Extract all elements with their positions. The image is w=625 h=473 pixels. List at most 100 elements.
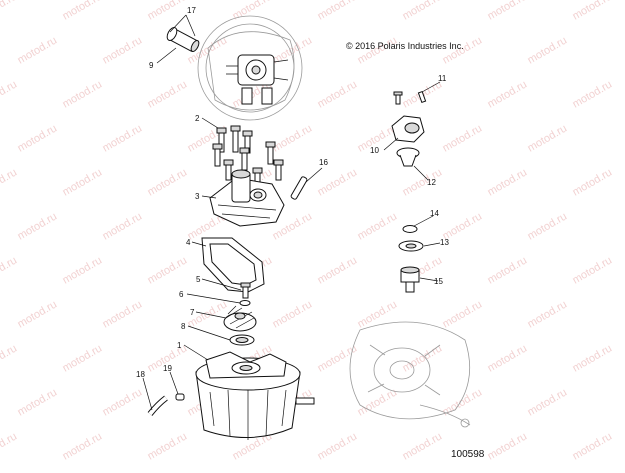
callout-5: 5 <box>196 275 201 284</box>
part-housing-cover <box>209 169 285 227</box>
callout-17: 17 <box>187 6 196 15</box>
part-pin <box>290 176 308 200</box>
diagram-id-label: 100598 <box>451 449 485 460</box>
callout-16: 16 <box>319 158 328 167</box>
leader-lines <box>142 14 441 411</box>
watermark-text: motod.ru <box>0 430 19 462</box>
watermark-text: motod.ru <box>101 34 145 66</box>
watermark-text: motod.ru <box>486 78 530 110</box>
callout-10: 10 <box>370 146 379 155</box>
watermark-text: motod.ru <box>401 166 445 198</box>
watermark-text: motod.ru <box>356 210 400 242</box>
watermark-text: motod.ru <box>441 386 485 418</box>
watermark-text: motod.ru <box>61 78 105 110</box>
callout-6: 6 <box>179 290 184 299</box>
watermark-text: motod.ru <box>146 254 190 286</box>
callout-12: 12 <box>427 178 436 187</box>
part-thermostat-housing <box>391 115 425 143</box>
callout-11: 11 <box>438 74 447 83</box>
watermark-text: motod.ru <box>486 342 530 374</box>
watermark-text: motod.ru <box>0 78 19 110</box>
watermark-text: motod.ru <box>571 254 615 286</box>
watermark-text: motod.ru <box>486 430 530 462</box>
watermark-text: motod.ru <box>316 166 360 198</box>
part-seal-right <box>398 240 424 252</box>
watermark-text: motod.ru <box>0 166 19 198</box>
watermark-text: motod.ru <box>61 430 105 462</box>
engine-background-lower <box>349 321 471 428</box>
watermark-text: motod.ru <box>146 430 190 462</box>
watermark-text: motod.ru <box>16 122 60 154</box>
watermark-text: motod.ru <box>526 386 570 418</box>
watermark-text: motod.ru <box>401 430 445 462</box>
part-thermostat <box>396 147 420 167</box>
part-impeller <box>223 305 257 332</box>
watermark-text: motod.ru <box>571 166 615 198</box>
watermark-text: motod.ru <box>316 254 360 286</box>
watermark-text: motod.ru <box>16 34 60 66</box>
watermark-text: motod.ru <box>0 254 19 286</box>
watermark-text: motod.ru <box>146 0 190 23</box>
watermark-text: motod.ru <box>316 78 360 110</box>
part-drive-gear <box>400 266 420 293</box>
callout-14: 14 <box>430 209 439 218</box>
watermark-text: motod.ru <box>61 166 105 198</box>
part-clamp <box>175 393 185 401</box>
callout-2: 2 <box>195 114 200 123</box>
watermark-text: motod.ru <box>271 298 315 330</box>
watermark-text: motod.ru <box>0 0 19 23</box>
callout-9: 9 <box>149 61 154 70</box>
watermark-text: motod.ru <box>101 122 145 154</box>
watermark-text: motod.ru <box>571 342 615 374</box>
watermark-text: motod.ru <box>526 34 570 66</box>
watermark-text: motod.ru <box>316 0 360 23</box>
watermark-text: motod.ru <box>0 342 19 374</box>
callout-7: 7 <box>190 308 195 317</box>
watermark-text: motod.ru <box>441 298 485 330</box>
watermark-text: motod.ru <box>486 166 530 198</box>
watermark-text: motod.ru <box>526 298 570 330</box>
watermark-text: motod.ru <box>16 386 60 418</box>
watermark-text: motod.ru <box>316 430 360 462</box>
copyright-notice: © 2016 Polaris Industries Inc. <box>346 41 464 51</box>
watermark-text: motod.ru <box>101 298 145 330</box>
callout-labels: 17 9 2 3 16 4 5 6 7 8 1 18 19 11 10 12 1… <box>136 6 449 379</box>
watermark-text: motod.ru <box>101 386 145 418</box>
callout-1: 1 <box>177 341 182 350</box>
callout-4: 4 <box>186 238 191 247</box>
part-o-ring <box>402 225 418 233</box>
watermark-text: motod.ru <box>146 166 190 198</box>
callout-8: 8 <box>181 322 186 331</box>
watermark-text: motod.ru <box>571 430 615 462</box>
callout-3: 3 <box>195 192 200 201</box>
watermark-text: motod.ru <box>571 0 615 23</box>
watermark-text: motod.ru <box>526 210 570 242</box>
part-seal <box>229 334 255 346</box>
watermark-text: motod.ru <box>16 210 60 242</box>
callout-19: 19 <box>163 364 172 373</box>
watermark-text: motod.ru <box>101 210 145 242</box>
watermark-text: motod.ru <box>401 0 445 23</box>
part-bolt-right <box>393 90 427 105</box>
watermark-text: motod.ru <box>486 254 530 286</box>
callout-15: 15 <box>434 277 443 286</box>
watermark-text: motod.ru <box>271 122 315 154</box>
part-main-housing <box>195 351 315 440</box>
watermark-text: motod.ru <box>16 298 60 330</box>
watermark-text: motod.ru <box>61 254 105 286</box>
watermark-text: motod.ru <box>61 342 105 374</box>
callout-13: 13 <box>440 238 449 247</box>
engine-background-upper <box>197 15 303 121</box>
watermark-text: motod.ru <box>316 342 360 374</box>
watermark-text: motod.ru <box>356 298 400 330</box>
watermark-text: motod.ru <box>401 342 445 374</box>
part-gasket <box>201 237 265 293</box>
part-tube-fitting <box>166 27 200 52</box>
watermark-text: motod.ru <box>441 122 485 154</box>
watermark-text: motod.ru <box>146 78 190 110</box>
part-hose <box>147 395 168 416</box>
watermark-text: motod.ru <box>486 0 530 23</box>
